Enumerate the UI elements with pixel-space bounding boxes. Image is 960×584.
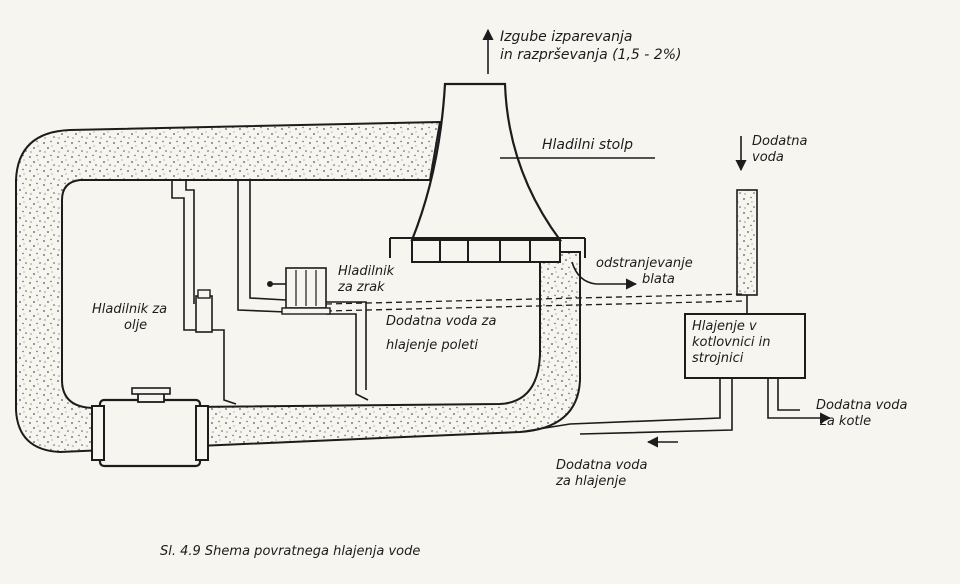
sludge-removal-label-line1: odstranjevanje (596, 256, 693, 271)
air-cooler-label-line2: za zrak (338, 280, 385, 295)
boiler-makeup-water-label-line2: za kotle (820, 414, 872, 429)
air-cooler-pipe (237, 180, 287, 313)
makeup-water-label-line2: voda (752, 150, 784, 165)
oil-cooler-label-line1: Hladilnik za (92, 302, 168, 317)
air-cooler-label: Hladilnik za zrak (338, 264, 394, 296)
oil-cooler-label: Hladilnik za olje (92, 302, 167, 334)
boiler-makeup-water-label-line1: Dodatna voda (816, 398, 908, 413)
cooling-tower (389, 82, 586, 263)
cooling-tower-label-text: Hladilni stolp (542, 137, 633, 153)
makeup-water-label-line1: Dodatna (752, 134, 808, 149)
sludge-removal-label: odstranjevanje blata (596, 256, 693, 288)
boiler-cooling-label: Hlajenje v kotlovnici in strojnici (692, 319, 770, 367)
condenser-drum (91, 387, 209, 468)
boiler-cooling-label-line3: strojnici (692, 351, 744, 366)
figure-caption-text: Sl. 4.9 Shema povratnega hlajenja vode (160, 544, 421, 559)
boiler-water-pipe (767, 378, 800, 419)
boiler-cooling-box (684, 313, 806, 379)
makeup-water-label: Dodatna voda (752, 134, 808, 166)
air-cooler (267, 267, 331, 315)
evaporation-loss-label: Izgube izparevanja in razprševanja (1,5 … (500, 28, 681, 64)
cooling-tower-label: Hladilni stolp (542, 136, 633, 154)
makeup-water-column (736, 189, 758, 296)
figure-caption: Sl. 4.9 Shema povratnega hlajenja vode (160, 544, 420, 560)
evaporation-loss-label-line2: in razprševanja (1,5 - 2%) (500, 47, 682, 63)
cooling-makeup-water-label-line1: Dodatna voda (556, 458, 648, 473)
cooling-makeup-pipe (519, 378, 733, 435)
oil-cooler-label-line2: olje (124, 318, 148, 333)
summer-cooling-water-label-line2: hlajenje poleti (386, 338, 478, 353)
boiler-cooling-label-line1: Hlajenje v (692, 319, 757, 334)
summer-cooling-water-label-line1: Dodatna voda za (386, 314, 497, 329)
sludge-removal-label-line2: blata (642, 272, 675, 287)
oil-cooler (195, 289, 213, 333)
oil-cooler-pipe (171, 180, 206, 331)
air-cooler-label-line1: Hladilnik (338, 264, 395, 279)
boiler-cooling-label-line2: kotlovnici in (692, 335, 771, 350)
cooling-makeup-water-label-line2: za hlajenje (556, 474, 627, 489)
boiler-makeup-water-label: Dodatna voda za kotle (816, 398, 907, 430)
cooling-makeup-water-label: Dodatna voda za hlajenje (556, 458, 647, 490)
evaporation-loss-label-line1: Izgube izparevanja (500, 29, 633, 45)
summer-makeup-dashed-lines (325, 293, 746, 312)
main-return-channel (15, 120, 581, 454)
summer-cooling-water-label: Dodatna voda za hlajenje poleti (386, 314, 496, 354)
sludge-outlet-pipe (571, 261, 597, 285)
